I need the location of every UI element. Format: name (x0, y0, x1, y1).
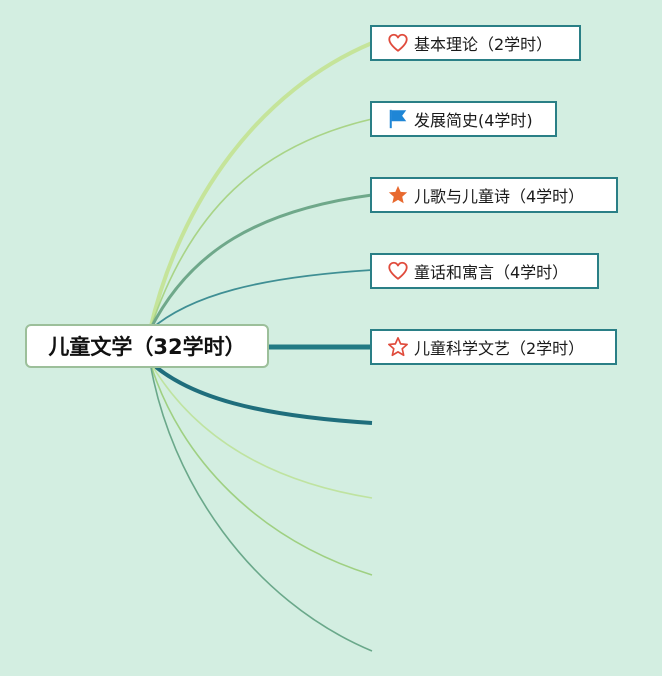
branch-empty-2 (149, 361, 373, 499)
branch-to-history (149, 118, 373, 331)
blue-flag-icon (387, 108, 409, 130)
topic-fairy-tales[interactable]: 童话和寓言（4学时） (370, 253, 599, 289)
branch-to-nursery-rhymes (148, 193, 373, 331)
topic-basic-theory[interactable]: 基本理论（2学时） (370, 25, 581, 61)
branch-empty-4 (149, 361, 373, 652)
orange-star-icon (387, 184, 409, 206)
root-topic[interactable]: 儿童文学（32学时） (25, 324, 269, 368)
branch-empty-3 (149, 361, 373, 576)
branch-empty-1 (148, 360, 373, 425)
topic-label: 儿歌与儿童诗（4学时） (414, 187, 585, 206)
topic-label: 儿童科学文艺（2学时） (414, 339, 585, 358)
branch-to-basic-theory (148, 41, 373, 331)
topic-science-literature[interactable]: 儿童科学文艺（2学时） (370, 329, 617, 365)
topic-label: 基本理论（2学时） (414, 35, 553, 54)
topic-nursery-rhymes[interactable]: 儿歌与儿童诗（4学时） (370, 177, 618, 213)
heart-outline-icon (387, 32, 409, 54)
topic-label: 发展简史(4学时) (414, 111, 533, 130)
heart-outline-icon (387, 260, 409, 282)
topic-history[interactable]: 发展简史(4学时) (370, 101, 557, 137)
topic-label: 童话和寓言（4学时） (414, 263, 569, 282)
branch-to-fairy-tales (149, 269, 373, 331)
star-outline-icon (387, 336, 409, 358)
